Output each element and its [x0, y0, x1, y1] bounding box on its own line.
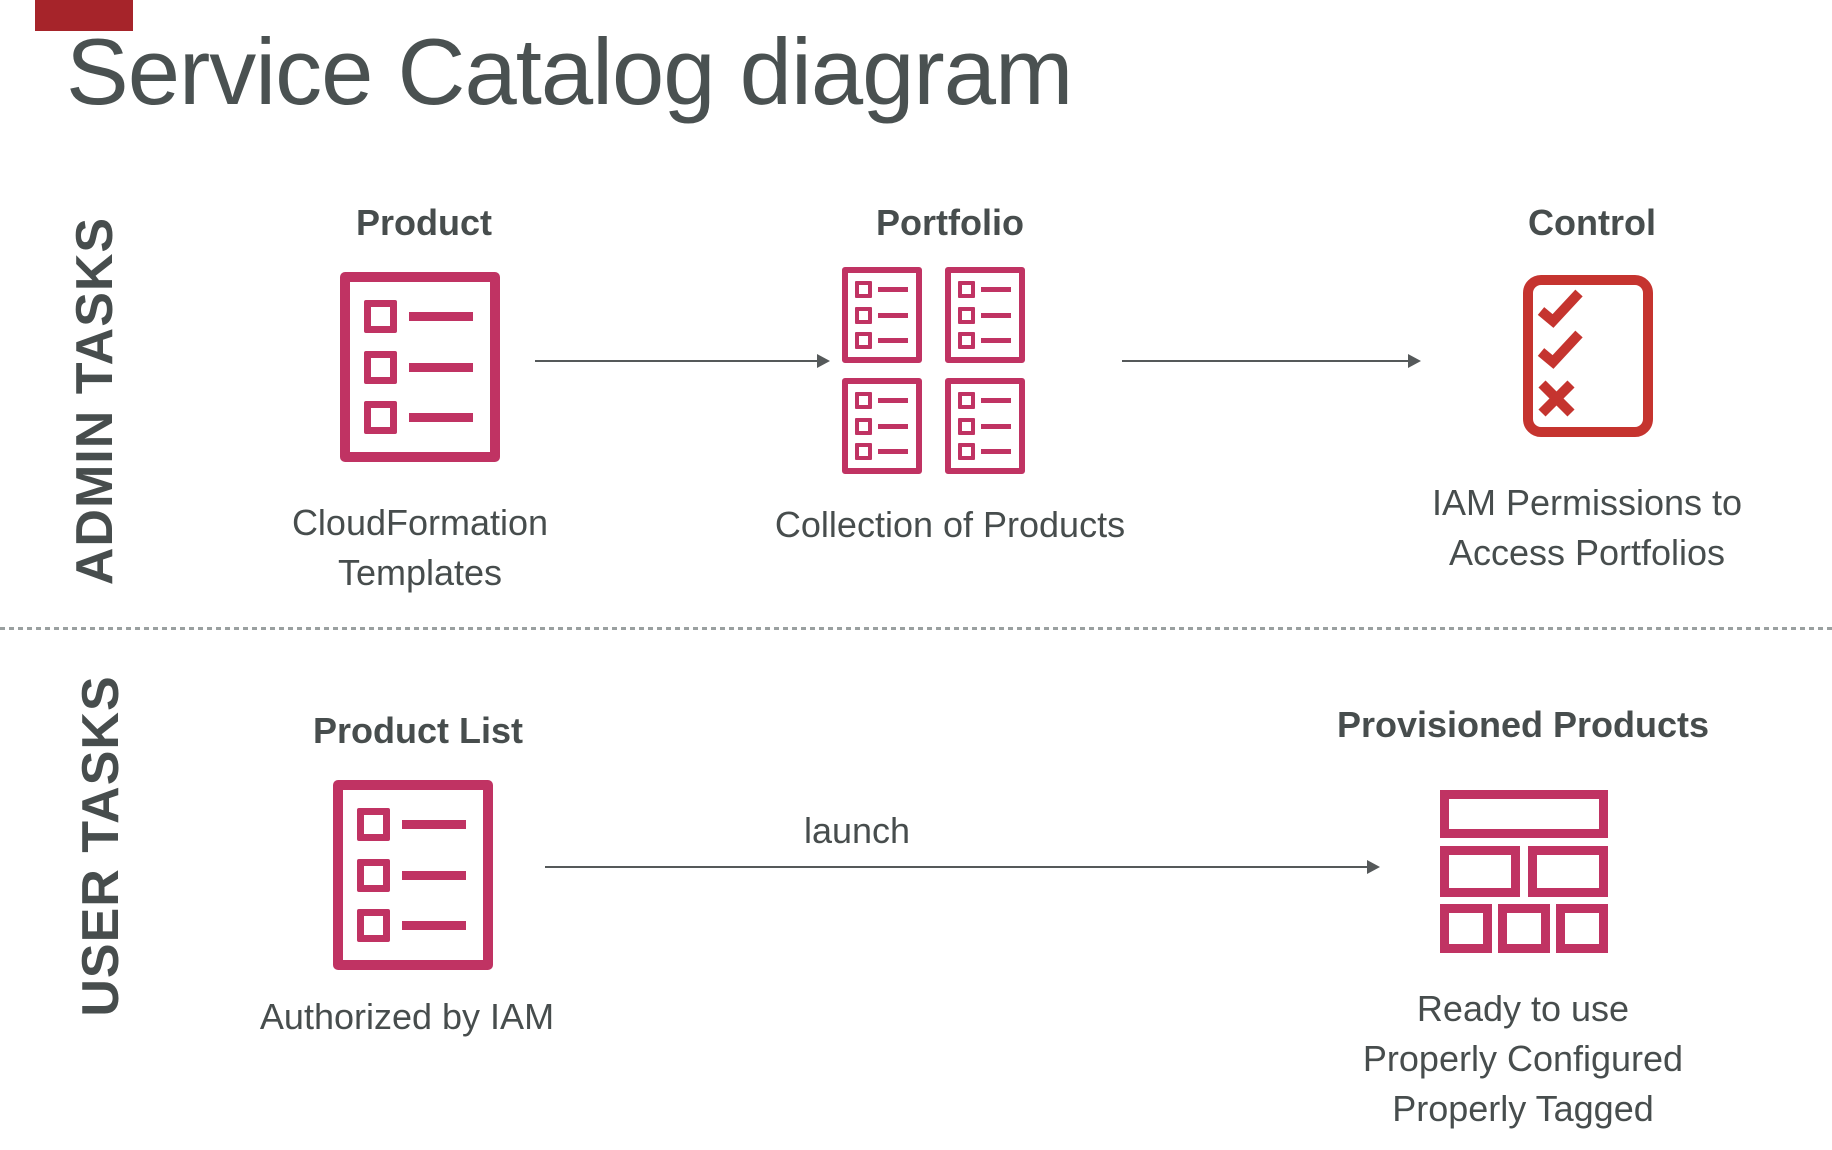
doc-checkbox	[357, 858, 390, 892]
caption-line: Ready to use	[1416, 988, 1630, 1029]
caption-line: IAM Permissions to	[1431, 482, 1743, 523]
caption-line: Collection of Products	[774, 504, 1126, 545]
prov-block	[1498, 904, 1550, 953]
doc-checkbox	[364, 401, 397, 435]
doc-row	[357, 909, 483, 943]
accent-bar	[35, 0, 133, 31]
arrow-product-to-portfolio	[535, 354, 830, 368]
doc-row	[357, 858, 483, 892]
doc-textline	[409, 311, 473, 321]
prov-block	[1556, 904, 1608, 953]
caption-line: Authorized by IAM	[259, 996, 555, 1037]
product-list-title: Product List	[313, 710, 524, 751]
caption-line: CloudFormation	[291, 502, 549, 543]
product-list-caption: Authorized by IAM	[232, 992, 582, 1042]
checklist-icon	[1523, 275, 1653, 437]
dashed-divider	[0, 627, 1832, 630]
doc-checkbox	[364, 299, 397, 333]
doc-textline	[402, 819, 466, 829]
control-caption: IAM Permissions to Access Portfolios	[1387, 478, 1787, 578]
prov-block	[1440, 846, 1520, 897]
arrowhead-icon	[1367, 860, 1380, 874]
portfolio-title: Portfolio	[876, 202, 1024, 243]
control-title: Control	[1528, 202, 1656, 243]
doc-checkbox	[364, 350, 397, 384]
admin-tasks-label: ADMIN TASKS	[66, 216, 124, 586]
page-title: Service Catalog diagram	[66, 19, 1073, 124]
doc-row	[364, 401, 490, 435]
product-list-icon	[340, 272, 500, 462]
doc-textline	[402, 870, 466, 880]
mini-product-list-icon	[842, 267, 922, 363]
product-title: Product	[355, 202, 492, 243]
arrowhead-icon	[817, 354, 830, 368]
arrow-portfolio-to-control	[1122, 354, 1421, 368]
mini-product-list-icon	[945, 267, 1025, 363]
launch-label: launch	[803, 810, 911, 851]
doc-row	[364, 299, 490, 333]
user-tasks-label: USER TASKS	[72, 675, 130, 1017]
portfolio-grid-icon	[842, 267, 1025, 474]
prov-block	[1440, 904, 1492, 953]
arrowhead-icon	[1408, 354, 1421, 368]
doc-row	[357, 807, 483, 841]
doc-checkbox	[357, 807, 390, 841]
doc-row	[364, 350, 490, 384]
provisioned-products-caption: Ready to use Properly Configured Properl…	[1323, 984, 1723, 1134]
portfolio-caption: Collection of Products	[750, 500, 1150, 550]
product-list-icon	[333, 780, 493, 970]
arrow-launch	[545, 860, 1380, 874]
doc-checkbox	[357, 909, 390, 943]
prov-row	[1440, 846, 1608, 897]
caption-line: Properly Tagged	[1392, 1088, 1654, 1129]
caption-line: Properly Configured	[1362, 1038, 1684, 1079]
mini-product-list-icon	[945, 378, 1025, 474]
product-caption: CloudFormation Templates	[245, 498, 595, 598]
prov-row	[1440, 790, 1608, 838]
doc-textline	[402, 921, 466, 931]
provisioned-products-title: Provisioned Products	[1336, 704, 1710, 745]
caption-line: Access Portfolios	[1448, 532, 1726, 573]
prov-row	[1440, 904, 1608, 953]
prov-block	[1528, 846, 1608, 897]
doc-textline	[409, 362, 473, 372]
provisioned-products-icon	[1440, 790, 1608, 953]
caption-line: Templates	[337, 552, 503, 593]
doc-textline	[409, 413, 473, 423]
mini-product-list-icon	[842, 378, 922, 474]
prov-block	[1440, 790, 1608, 838]
